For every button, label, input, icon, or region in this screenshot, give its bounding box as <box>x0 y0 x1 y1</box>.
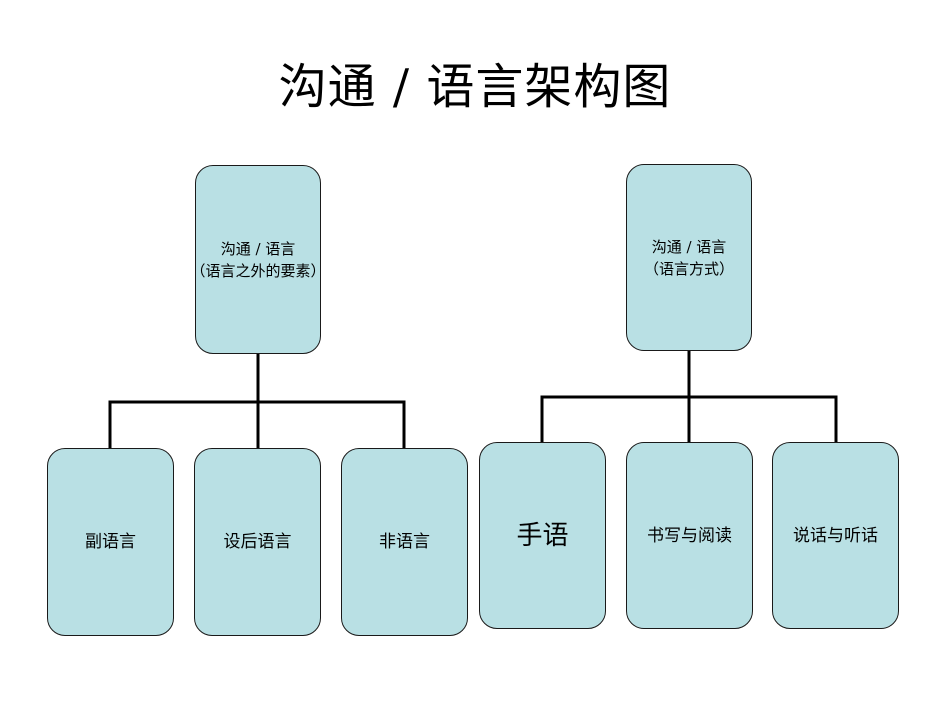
tree-1-child-1-node: 副语言 <box>47 448 174 636</box>
tree-2-child-1-node: 手语 <box>479 442 606 629</box>
tree-1-root-node: 沟通 / 语言 （语言之外的要素） <box>191 165 326 354</box>
tree-2-child-3-label: 说话与听话 <box>793 525 878 546</box>
tree-1-root-line-1: 沟通 / 语言 <box>220 239 296 258</box>
tree-2-root-line-1: 沟通 / 语言 <box>651 237 727 256</box>
tree-1-child-1-label: 副语言 <box>85 532 136 552</box>
tree-2-child-3-node: 说话与听话 <box>772 442 899 629</box>
tree-2-child-2-label: 书写与阅读 <box>647 525 732 546</box>
tree-1-root-line-2: （语言之外的要素） <box>190 261 326 280</box>
page-title: 沟通 / 语言架构图 <box>278 59 672 115</box>
tree-2-root-line-2: （语言方式） <box>643 259 734 278</box>
tree-2-child-1-label: 手语 <box>516 520 569 551</box>
tree-2-child-2-node: 书写与阅读 <box>626 442 753 629</box>
tree-1-child-3-node: 非语言 <box>341 448 468 636</box>
tree-1-child-2-label: 设后语言 <box>223 532 292 552</box>
tree-1-child-3-label: 非语言 <box>379 532 430 552</box>
tree-1-child-2-node: 设后语言 <box>194 448 321 636</box>
tree-2-root-node: 沟通 / 语言 （语言方式） <box>626 164 752 351</box>
